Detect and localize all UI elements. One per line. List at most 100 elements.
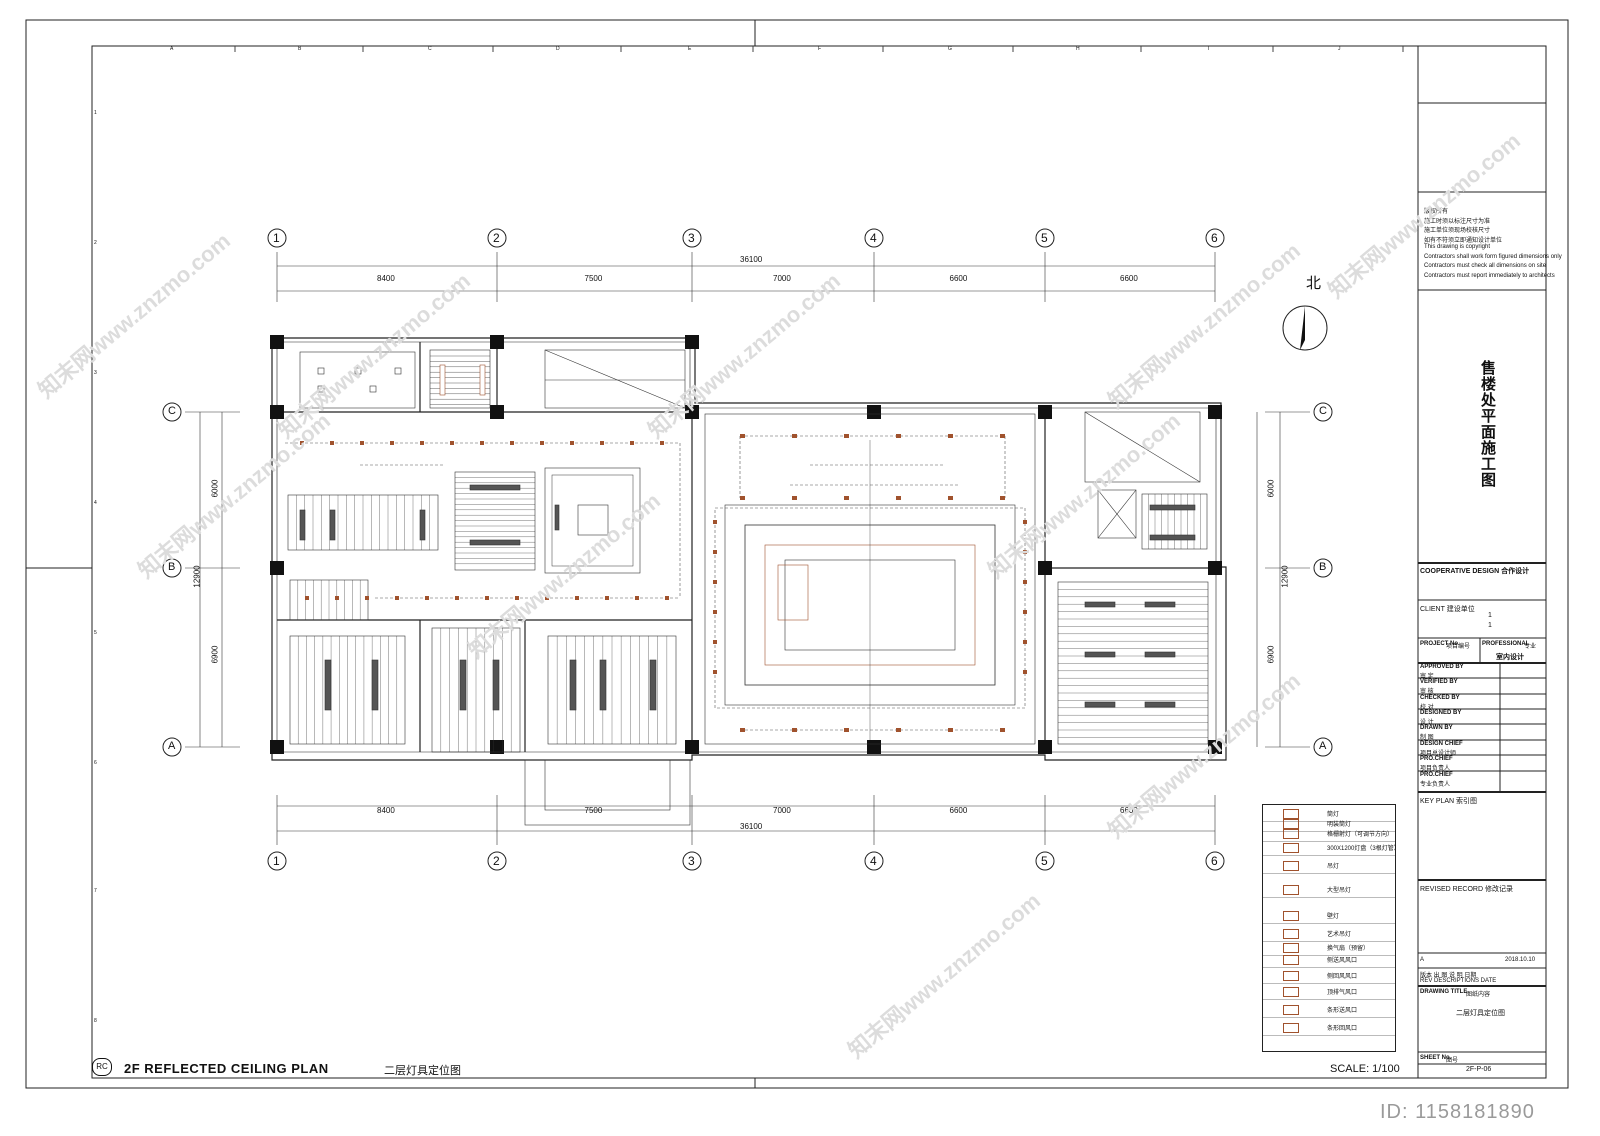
role-cn: 专业负责人 [1420, 782, 1451, 788]
note-line: Contractors must report immediately to a… [1424, 272, 1555, 279]
balcony [524, 759, 691, 826]
dim-top: 7500 [584, 274, 603, 283]
outer-frame [25, 19, 1569, 1089]
key-plan-label: KEY PLAN 索引图 [1420, 798, 1478, 805]
downlight-icon [665, 596, 669, 600]
dim-right: 6900 [1266, 645, 1276, 664]
exhaust-fan-icon [354, 367, 362, 375]
grid-label: B [168, 561, 176, 573]
downlight-icon [510, 441, 514, 445]
downlight-icon [480, 441, 484, 445]
vip-room-ceiling [544, 467, 641, 574]
role-cn: 项目总设计师 [1420, 751, 1457, 757]
note-line: 施工单位须现场校核尺寸 [1424, 228, 1491, 234]
column [270, 740, 284, 754]
project-title: 售楼处平面施工图 [1479, 360, 1496, 488]
note-line: 版权所有 [1424, 209, 1449, 215]
downlight-icon [948, 434, 953, 438]
grid-bubble [1205, 851, 1225, 871]
sheet-id: ID: 1158181890 [1380, 1101, 1535, 1123]
downlight-icon [1000, 496, 1005, 500]
dim-top: 7000 [773, 274, 791, 283]
legend-row: 明装筒灯 [1263, 817, 1395, 832]
role-en: CHECKED BY [1420, 695, 1460, 701]
downlight-icon [335, 596, 339, 600]
square-lamp-icon [1283, 861, 1299, 871]
panel-light-icon [299, 509, 306, 541]
column [1208, 405, 1222, 419]
frame-number: 7 [94, 888, 97, 894]
hall-soffit [739, 435, 1006, 498]
legend-row: 吊灯 [1263, 859, 1395, 874]
role-en: PRO.CHIEF [1420, 772, 1453, 778]
downlight-icon [1023, 670, 1027, 674]
downlight-icon [600, 441, 604, 445]
downlight-icon [948, 728, 953, 732]
legend-row: 艺术吊灯 [1263, 927, 1395, 942]
corridor-ceiling [544, 349, 686, 409]
frame-letter: H [1076, 46, 1080, 52]
wall-lamp-icon [1283, 911, 1299, 921]
grid-bubble [487, 228, 507, 248]
panel-light-icon [469, 484, 521, 491]
dim-left: 6900 [210, 645, 220, 664]
grid-bubble [864, 228, 884, 248]
downlight-icon [395, 596, 399, 600]
frame-number: 4 [94, 500, 97, 506]
panel-light-icon [569, 659, 577, 711]
spotlight-icon [1283, 819, 1299, 829]
building-outline [271, 337, 1227, 761]
grid-label: 6 [1211, 231, 1218, 245]
frame-number: 5 [94, 630, 97, 636]
note-line: 如有不符须立即通知设计单位 [1424, 237, 1503, 244]
cooperative-design-label: COOPERATIVE DESIGN 合作设计 [1420, 568, 1530, 575]
grid-label: 1 [273, 854, 280, 868]
drawing-title-cn: 图纸内容 [1466, 992, 1491, 998]
project-no-cn: 项目编号 [1446, 644, 1471, 650]
downlight-icon [630, 441, 634, 445]
role-en: PRO.CHIEF [1420, 756, 1453, 762]
grid-bubble [267, 851, 287, 871]
downlight-icon [1023, 610, 1027, 614]
column [1038, 405, 1052, 419]
role-cn: 审 核 [1420, 689, 1434, 695]
downlight-icon [713, 640, 717, 644]
column [270, 405, 284, 419]
grid-label: A [1319, 740, 1327, 752]
downlight-icon [792, 496, 797, 500]
downlight-icon [450, 441, 454, 445]
frame-letter: B [298, 46, 302, 52]
return-vent-icon [1283, 971, 1299, 981]
legend-label: 条形送风口 [1327, 1008, 1358, 1014]
revised-record-label: REVISED RECORD 修改记录 [1420, 886, 1513, 893]
restroom-ceiling [299, 351, 416, 409]
dim-bottom: 7000 [773, 806, 791, 815]
rooms [285, 349, 1209, 826]
legend-label: 顶排气风口 [1327, 990, 1358, 996]
frame-letter: D [556, 46, 560, 52]
grid-bubble [682, 228, 702, 248]
legend-label: 大型吊灯 [1327, 888, 1352, 894]
dim-right-total: 12900 [1280, 565, 1290, 588]
title-block [1417, 46, 1546, 1078]
grid-label: 1 [273, 231, 280, 245]
legend-label: 换气扇（预留） [1327, 946, 1370, 952]
vip-room-inner [551, 474, 634, 567]
column [685, 335, 699, 349]
legend-row: 壁灯 [1263, 909, 1395, 924]
downlight-icon [792, 434, 797, 438]
exhaust-icon [1283, 943, 1299, 953]
grid-bubble [1205, 228, 1225, 248]
rev-header-en: REV DESCRIPTIONS DATE [1420, 978, 1497, 984]
downlight-icon [948, 496, 953, 500]
panel-light-icon [492, 659, 500, 711]
panel-light-icon [1149, 504, 1196, 511]
role-cn: 审 定 [1420, 674, 1434, 680]
grid-label: 3 [688, 231, 695, 245]
legend-row: 300X1200灯盘（3根灯管） [1263, 841, 1400, 856]
downlight-icon [455, 596, 459, 600]
downlight-icon [390, 441, 394, 445]
plan-tag: RC [92, 1058, 112, 1076]
dim-top-total: 36100 [740, 255, 763, 264]
